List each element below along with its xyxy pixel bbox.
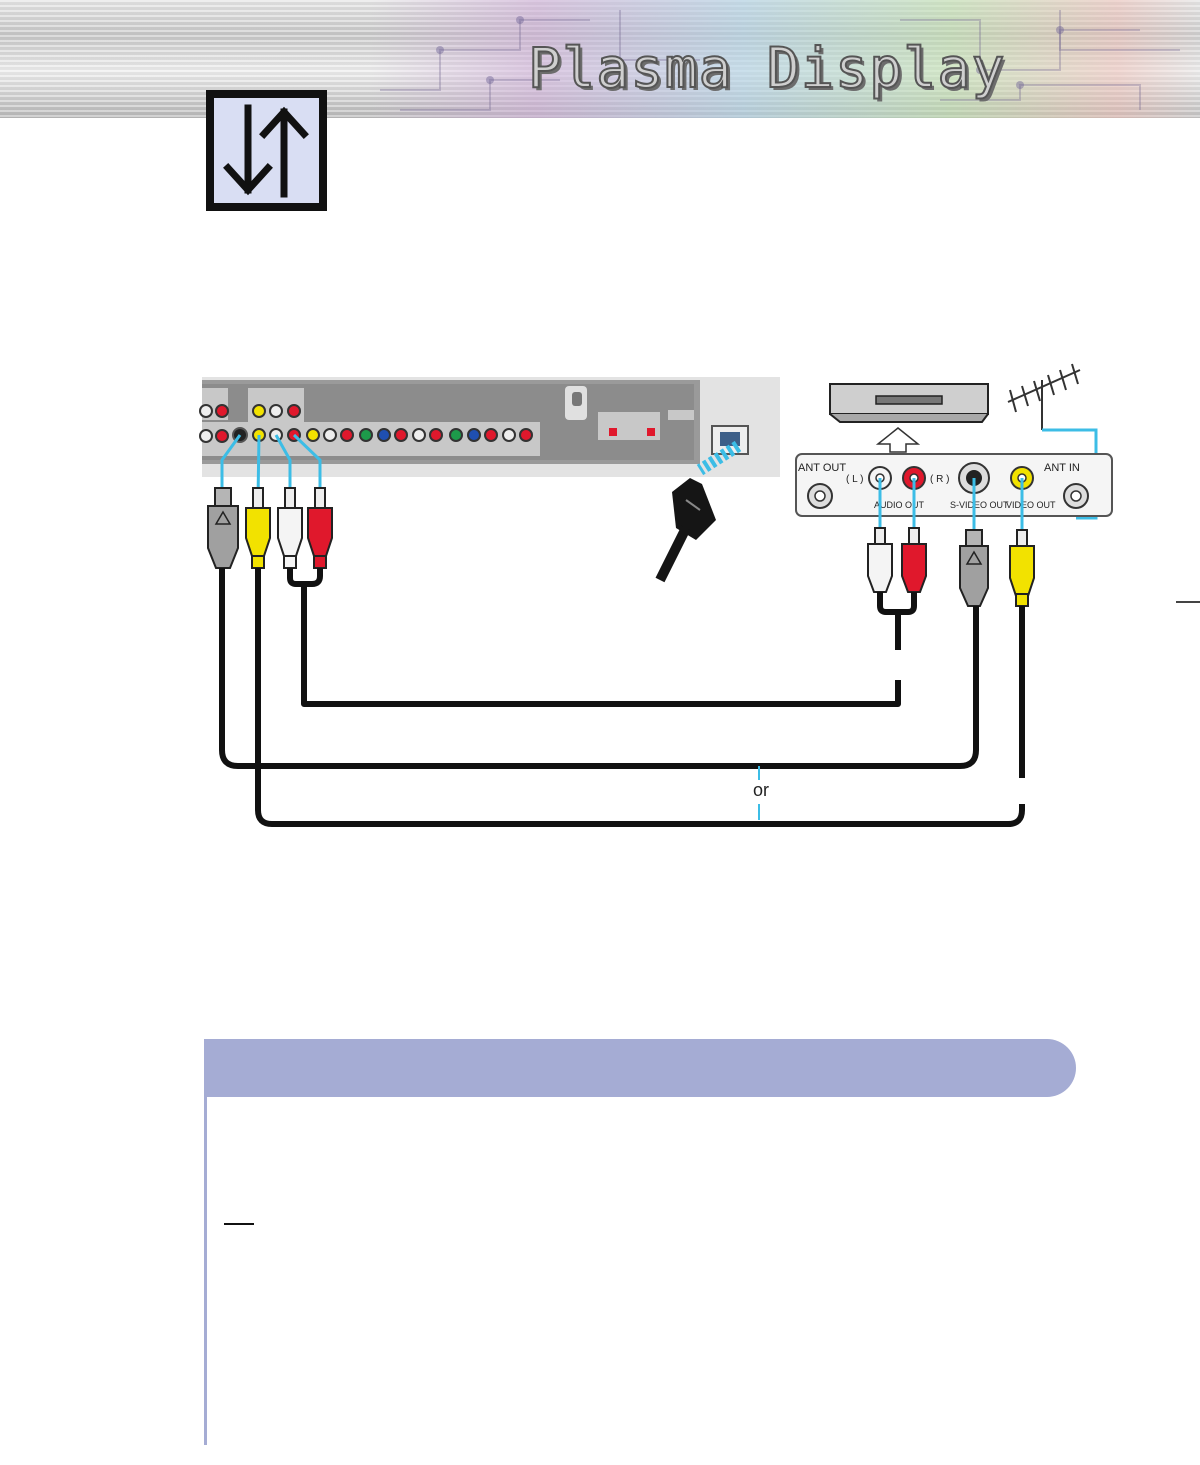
connection-diagram: ANT OUT ANT IN ( L ) ( R ) AUDIO OUT S-V… (199, 363, 1113, 827)
or-label: or (746, 780, 776, 801)
power-cord (655, 440, 742, 583)
svideo-out-label: S-VIDEO OUT (950, 500, 1009, 510)
page-title: Plasma Display (527, 35, 1006, 101)
note-header-bar (204, 1039, 1076, 1097)
ant-in-label: ANT IN (1044, 462, 1080, 474)
note-left-rule (204, 1097, 207, 1445)
left-channel-label: ( L ) (846, 474, 863, 485)
connection-cables (219, 568, 1025, 827)
tv-rear-panel (199, 377, 780, 477)
connection-arrows-icon (206, 90, 327, 211)
audio-out-label: AUDIO OUT (874, 500, 925, 510)
device-signal-leads (878, 478, 1024, 534)
header-circuit-pattern (380, 10, 1180, 111)
page-edge-mark (1176, 601, 1200, 603)
right-channel-label: ( R ) (930, 474, 949, 485)
video-out-label: VIDEO OUT (1006, 500, 1056, 510)
ant-out-label: ANT OUT (798, 462, 846, 474)
note-dash (224, 1223, 254, 1225)
tv-plugs (207, 487, 333, 569)
page-header: Plasma Display (0, 0, 1200, 118)
antenna-icon (1007, 363, 1081, 430)
external-device: ANT OUT ANT IN ( L ) ( R ) AUDIO OUT S-V… (795, 363, 1113, 520)
device-plugs (867, 527, 1035, 607)
page-edge-tab (1190, 118, 1200, 1465)
header-colour-art (370, 0, 1200, 118)
